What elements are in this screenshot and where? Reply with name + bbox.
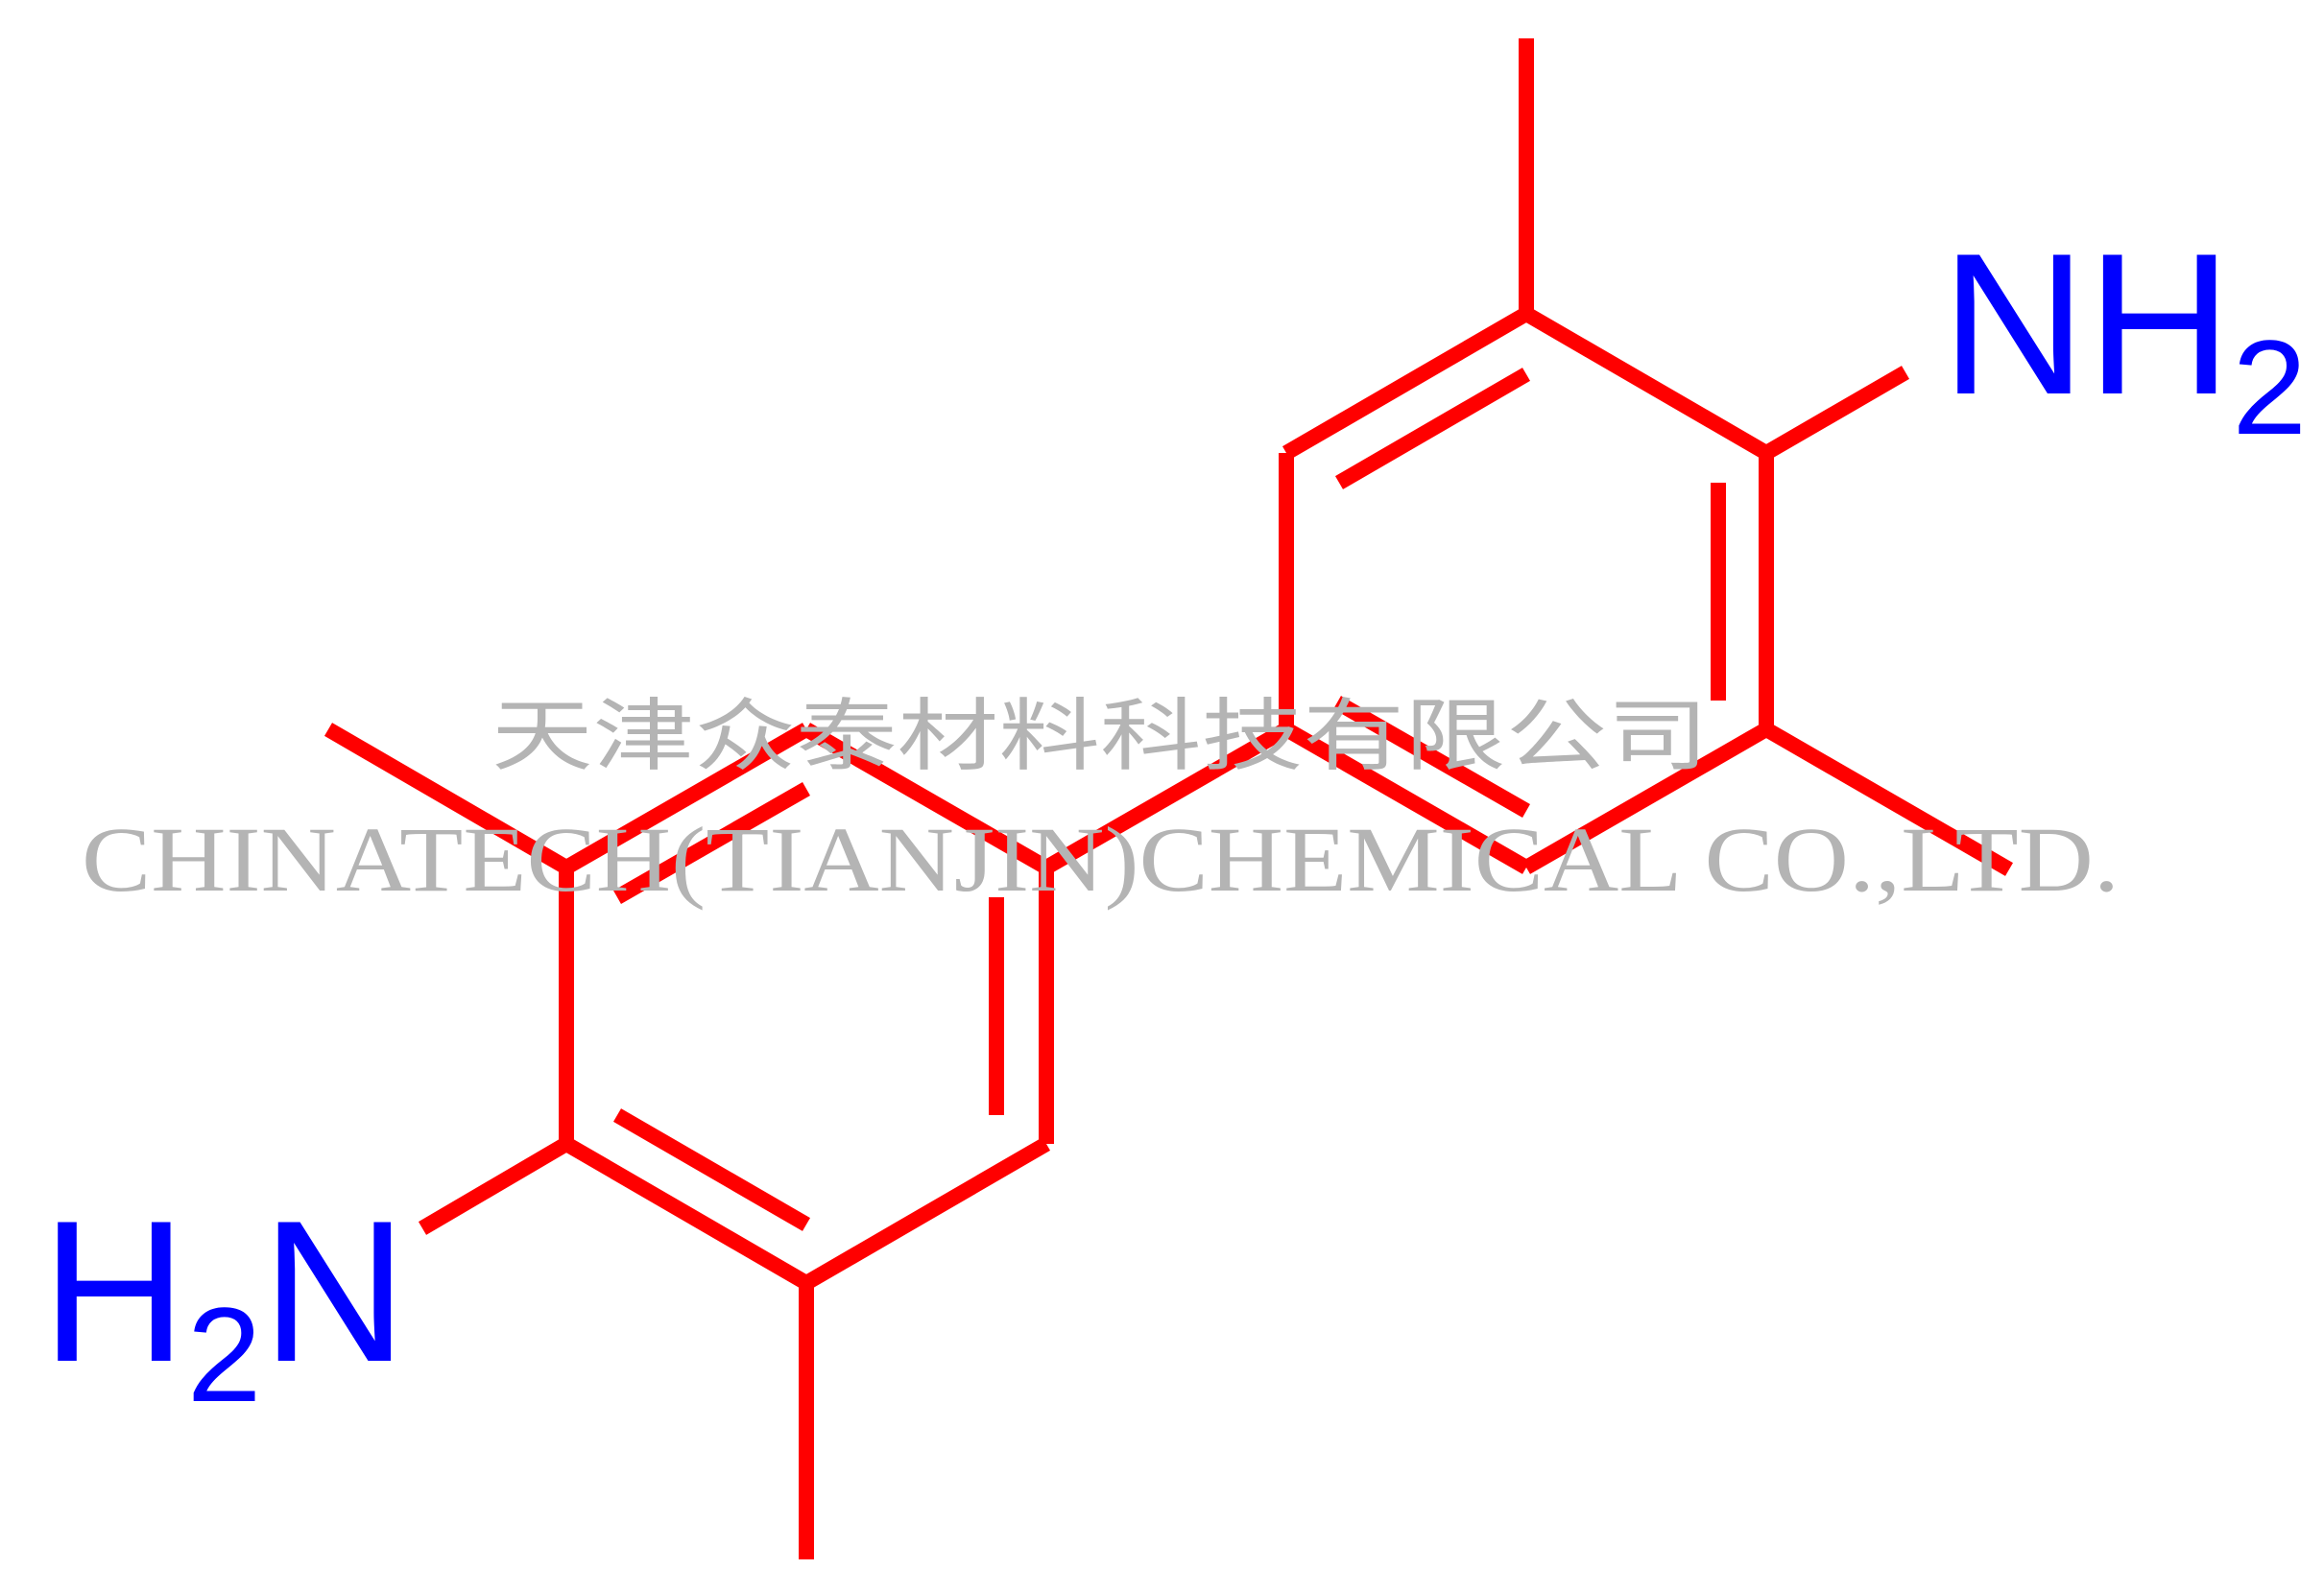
nh2-label-top: NH2	[1941, 211, 2307, 463]
bond	[803, 723, 1050, 874]
h2n-label-bottom: H2N	[41, 1178, 407, 1430]
hydrogen-count: 2	[187, 1279, 262, 1430]
double-bond-inner	[1334, 368, 1531, 489]
watermark: 天津众泰材料科技有限公司 CHINATECH(TIANJIN)CHEMICAL …	[82, 691, 2120, 911]
bond	[802, 1137, 1051, 1290]
biaryl-bond	[1042, 723, 1290, 874]
bond	[1521, 307, 1771, 460]
bond	[1282, 307, 1531, 460]
watermark-chinese: 天津众泰材料科技有限公司	[491, 691, 1709, 782]
amine-bond	[1761, 366, 1910, 460]
watermark-english: CHINATECH(TIANJIN)CHEMICAL CO.,LTD.	[82, 808, 2120, 911]
amine-bond	[418, 1137, 571, 1235]
nitrogen-symbol: N	[1941, 211, 2087, 437]
bond	[563, 723, 810, 874]
hydrogen-symbol: H	[41, 1178, 187, 1404]
nitrogen-symbol: N	[262, 1178, 408, 1404]
double-bond-inner	[612, 1108, 811, 1231]
bond	[562, 1137, 811, 1290]
substituent-bonds	[323, 38, 2013, 1559]
methyl-bond	[1762, 723, 2013, 876]
ring-upper-right	[1279, 307, 1774, 874]
double-bond-inner	[613, 782, 810, 904]
bond	[1522, 723, 1770, 874]
hydrogen-count: 2	[2232, 312, 2307, 463]
methyl-bond	[323, 723, 571, 874]
ring-lower-left	[559, 723, 1054, 1290]
bond	[1282, 723, 1530, 874]
double-bond-inner	[1333, 696, 1530, 818]
atom-labels: NH2 H2N	[41, 211, 2307, 1430]
hydrogen-symbol: H	[2087, 211, 2233, 437]
